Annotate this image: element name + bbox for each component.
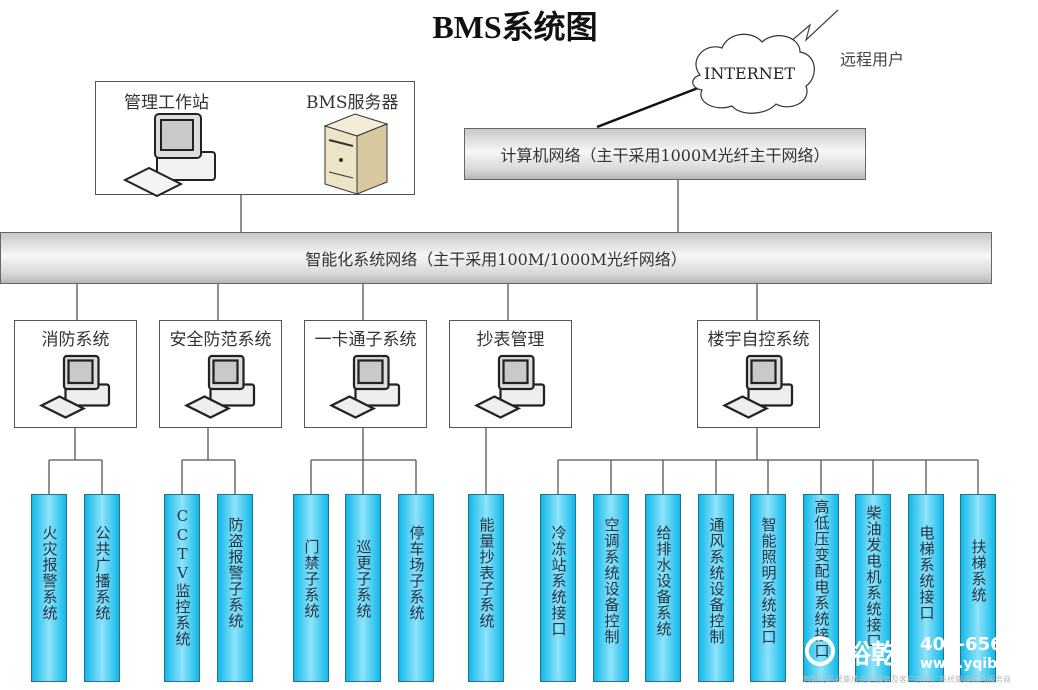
computer-icon	[721, 354, 793, 419]
leaf-system: 能量抄表子系统	[468, 494, 504, 682]
page-title: BMS系统图	[432, 9, 598, 45]
lightning-icon	[789, 9, 839, 43]
subsystem-security: 安全防范系统	[159, 320, 282, 428]
leaf-label: 扶梯系统	[969, 539, 988, 603]
leaf-label: 公共广播系统	[93, 525, 112, 621]
leaf-system: CCTV监控系统	[164, 494, 200, 682]
brand-name: 裕乾	[845, 640, 898, 670]
leaf-system: 给排水设备系统	[645, 494, 681, 682]
leaf-system: 通风系统设备控制	[698, 494, 734, 682]
leaf-label: 巡更子系统	[354, 539, 373, 619]
leaf-label: 智能照明系统接口	[759, 517, 778, 645]
subsystem-label: 安全防范系统	[169, 330, 272, 350]
subsystem-label: 楼宇自控系统	[707, 330, 810, 350]
brand-logo-icon	[805, 636, 835, 666]
server-icon	[323, 113, 389, 195]
computer-icon	[38, 354, 110, 419]
leaf-label: 柴油发电机系统接口	[864, 505, 883, 649]
leaf-system: 冷冻站系统接口	[540, 494, 576, 682]
intelligent-network-bar: 智能化系统网络（主干采用100M/1000M光纤网络）	[0, 232, 992, 284]
computer-icon	[328, 354, 400, 419]
remote-user-label: 远程用户	[840, 50, 905, 69]
leaf-system: 火灾报警系统	[31, 494, 67, 682]
brand-url: www.yqibms	[920, 656, 1021, 672]
server-label: BMS服务器	[306, 93, 399, 113]
subsystem-building-automation: 楼宇自控系统	[697, 320, 820, 428]
leaf-label: 通风系统设备控制	[707, 517, 726, 645]
leaf-system: 扶梯系统	[960, 494, 996, 682]
internet-link	[596, 86, 699, 129]
leaf-system: 停车场子系统	[398, 494, 434, 682]
subsystem-label: 消防系统	[41, 330, 110, 350]
subsystem-meter: 抄表管理	[449, 320, 572, 428]
computer-icon	[183, 354, 255, 419]
leaf-label: 门禁子系统	[302, 539, 321, 619]
brand-slogan: 智慧化系统集成先进服务及客户应用，系统集成综合服务商	[803, 675, 1011, 684]
subsystem-fire: 消防系统	[14, 320, 137, 428]
leaf-label: 给排水设备系统	[654, 525, 673, 637]
internet-label: INTERNET	[704, 64, 796, 83]
brand-phone: 400-6569-	[920, 634, 1023, 655]
leaf-system: 巡更子系统	[345, 494, 381, 682]
leaf-label: CCTV监控系统	[173, 507, 192, 647]
leaf-system: 空调系统设备控制	[593, 494, 629, 682]
computer-network-bar: 计算机网络（主干采用1000M光纤主干网络）	[464, 128, 866, 180]
workstation-label: 管理工作站	[124, 93, 209, 113]
leaf-label: 电梯系统接口	[917, 525, 936, 621]
leaf-system: 智能照明系统接口	[750, 494, 786, 682]
leaf-label: 能量抄表子系统	[477, 517, 496, 629]
subsystem-label: 一卡通子系统	[314, 330, 417, 350]
leaf-label: 停车场子系统	[407, 525, 426, 621]
workstation-computer-icon	[122, 113, 216, 198]
leaf-system: 公共广播系统	[84, 494, 120, 682]
leaf-system: 门禁子系统	[293, 494, 329, 682]
subsystem-card: 一卡通子系统	[304, 320, 427, 428]
leaf-label: 冷冻站系统接口	[549, 525, 568, 637]
central-station-box: 管理工作站 BMS服务器	[95, 81, 415, 198]
leaf-label: 火灾报警系统	[40, 525, 59, 621]
subsystem-label: 抄表管理	[476, 330, 545, 350]
leaf-system: 电梯系统接口	[908, 494, 944, 682]
leaf-label: 高低压变配电系统接口	[812, 499, 831, 659]
leaf-system: 柴油发电机系统接口	[855, 494, 891, 682]
leaf-label: 防盗报警子系统	[226, 517, 245, 629]
leaf-system: 防盗报警子系统	[217, 494, 253, 682]
computer-icon	[473, 354, 545, 419]
leaf-label: 空调系统设备控制	[602, 517, 621, 645]
cloud-icon	[692, 33, 815, 114]
